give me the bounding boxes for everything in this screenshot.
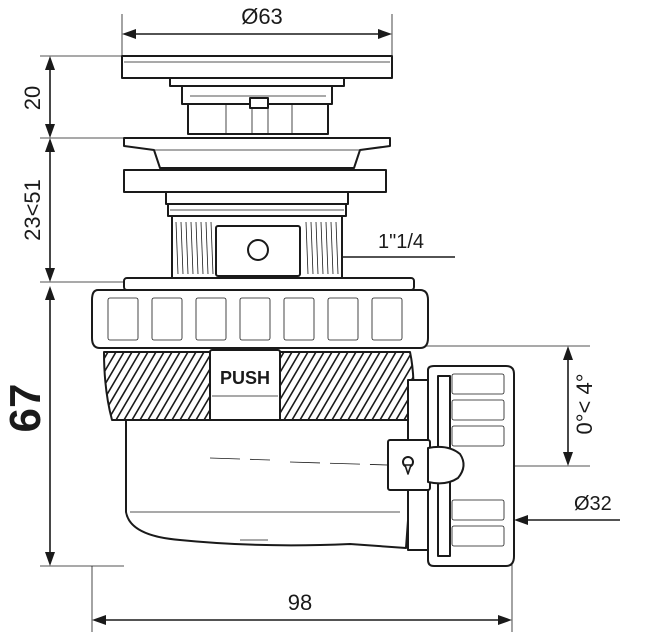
outlet-diameter-label: Ø32 [574,493,612,515]
dimension-tilt-range: 0°< 4° [563,346,597,466]
push-button: PUSH [209,349,281,425]
dimension-adjust-range: 23<51 [20,138,55,282]
rotation-lock [387,439,465,491]
tilt-range-label: 0°< 4° [572,373,597,434]
cap-height-label: 20 [20,86,45,110]
total-width-label: 98 [288,590,312,615]
thread-size-label: 1"1/4 [378,231,424,253]
dimension-cap-height: 20 [20,56,55,138]
dimension-top-diameter: Ø63 [122,4,392,39]
lower-body [125,409,421,549]
drain-cap [121,55,393,135]
total-height-label: 67 [1,384,50,433]
top-diameter-label: Ø63 [241,4,283,29]
dimension-total-height: 67 [1,286,55,566]
dimension-total-width: 98 [92,590,512,625]
strainer-flange [123,137,391,217]
threaded-body [171,215,343,279]
nut-ring [91,277,429,349]
adjust-range-label: 23<51 [20,179,45,241]
push-label: PUSH [220,368,270,388]
leader-outlet-diameter: Ø32 [514,493,620,525]
